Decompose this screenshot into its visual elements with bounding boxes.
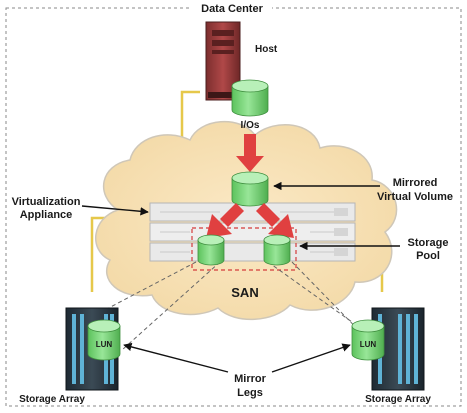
mirror-legs-label-line1: Mirror: [234, 373, 267, 385]
pool-cylinder-right: [263, 234, 291, 266]
mirrored-volume-label-line1: Mirrored: [393, 177, 438, 189]
pool-cylinder-left: [197, 234, 225, 266]
title-bg: [192, 1, 272, 15]
virtualization-appliance: [149, 202, 356, 262]
cable-host: [180, 90, 200, 140]
arrow-mirror-leg-right: [271, 343, 351, 373]
mirrored-volume-cylinder: [231, 171, 269, 207]
lun-right-label: LUN: [360, 340, 377, 349]
mirror-arrow-left: [206, 203, 244, 238]
arrow-mirror-leg-left: [123, 342, 229, 373]
lun-left-label: LUN: [96, 340, 113, 349]
host-label: Host: [255, 44, 278, 55]
storage-pool-label-line2: Pool: [416, 250, 440, 262]
arrow-virtualization-appliance: [81, 205, 149, 216]
mirror-legs-label-line2: Legs: [237, 387, 263, 399]
virtualization-label-line2: Appliance: [20, 209, 73, 221]
storage-array-left-label: Storage Array: [19, 394, 85, 405]
mirrored-volume-label-line2: Virtual Volume: [377, 191, 453, 203]
storage-pool-label-line1: Storage: [408, 237, 449, 249]
annotation-arrows: [81, 181, 400, 373]
storage-pool-box: [191, 227, 297, 271]
data-center-border: [5, 7, 462, 407]
storage-array-right-label: Storage Array: [365, 394, 431, 405]
mirror-arrow-right: [256, 203, 294, 238]
data-center-title: Data Center: [201, 3, 263, 15]
io-arrow: [236, 134, 264, 172]
host-volume-cylinder: [231, 79, 269, 117]
virtualization-label-line1: Virtualization: [12, 196, 81, 208]
san-label: SAN: [231, 285, 258, 300]
lun-cylinder-right: [351, 319, 385, 361]
lun-cylinder-left: [87, 319, 121, 361]
ios-label: I/Os: [241, 120, 260, 131]
